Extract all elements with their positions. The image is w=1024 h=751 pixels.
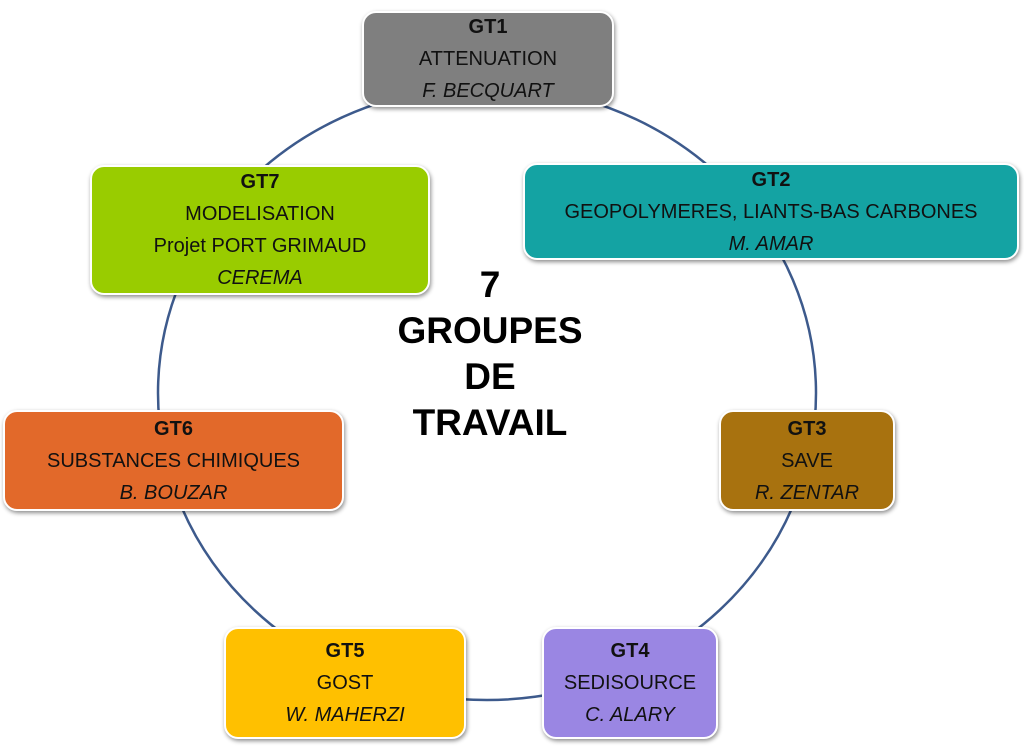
center-title-count: 7 bbox=[479, 264, 501, 305]
group-title: ATTENUATION bbox=[418, 48, 558, 70]
group-subtitle: Projet PORT GRIMAUD bbox=[153, 235, 367, 257]
center-title-line-2: GROUPES bbox=[397, 310, 583, 351]
group-title: SUBSTANCES CHIMIQUES bbox=[47, 449, 300, 472]
group-lead: F. BECQUART bbox=[422, 80, 554, 102]
group-lead: B. BOUZAR bbox=[119, 481, 228, 504]
group-lead: W. MAHERZI bbox=[285, 704, 405, 726]
group-title: SEDISOURCE bbox=[563, 672, 697, 694]
group-box-gt3: GT3 SAVE R. ZENTAR bbox=[719, 410, 895, 511]
group-code: GT2 bbox=[751, 168, 791, 191]
group-box-gt6: GT6 SUBSTANCES CHIMIQUES B. BOUZAR bbox=[3, 410, 344, 511]
group-box-gt4: GT4 SEDISOURCE C. ALARY bbox=[542, 627, 718, 739]
group-code: GT4 bbox=[610, 640, 650, 662]
center-title-line-3: DE bbox=[464, 356, 516, 397]
group-box-gt5: GT5 GOST W. MAHERZI bbox=[224, 627, 466, 739]
group-box-gt2: GT2 GEOPOLYMERES, LIANTS-BAS CARBONES M.… bbox=[523, 163, 1019, 260]
group-box-gt1: GT1 ATTENUATION F. BECQUART bbox=[362, 11, 614, 107]
group-code: GT5 bbox=[325, 640, 365, 662]
group-code: GT6 bbox=[154, 417, 193, 440]
group-lead: C. ALARY bbox=[585, 704, 675, 726]
center-title: 7 GROUPES DE TRAVAIL bbox=[355, 262, 625, 446]
group-lead: R. ZENTAR bbox=[754, 481, 860, 504]
group-code: GT1 bbox=[468, 16, 508, 38]
group-box-gt7: GT7 MODELISATION Projet PORT GRIMAUD CER… bbox=[90, 165, 430, 295]
group-lead: M. AMAR bbox=[728, 232, 814, 255]
group-code: GT3 bbox=[787, 417, 827, 440]
group-lead: CEREMA bbox=[217, 267, 303, 289]
group-title: SAVE bbox=[781, 449, 833, 472]
group-title: GEOPOLYMERES, LIANTS-BAS CARBONES bbox=[564, 200, 978, 223]
center-title-line-4: TRAVAIL bbox=[412, 402, 568, 443]
group-title: GOST bbox=[316, 672, 374, 694]
group-title: MODELISATION bbox=[185, 203, 335, 225]
group-code: GT7 bbox=[240, 171, 280, 193]
